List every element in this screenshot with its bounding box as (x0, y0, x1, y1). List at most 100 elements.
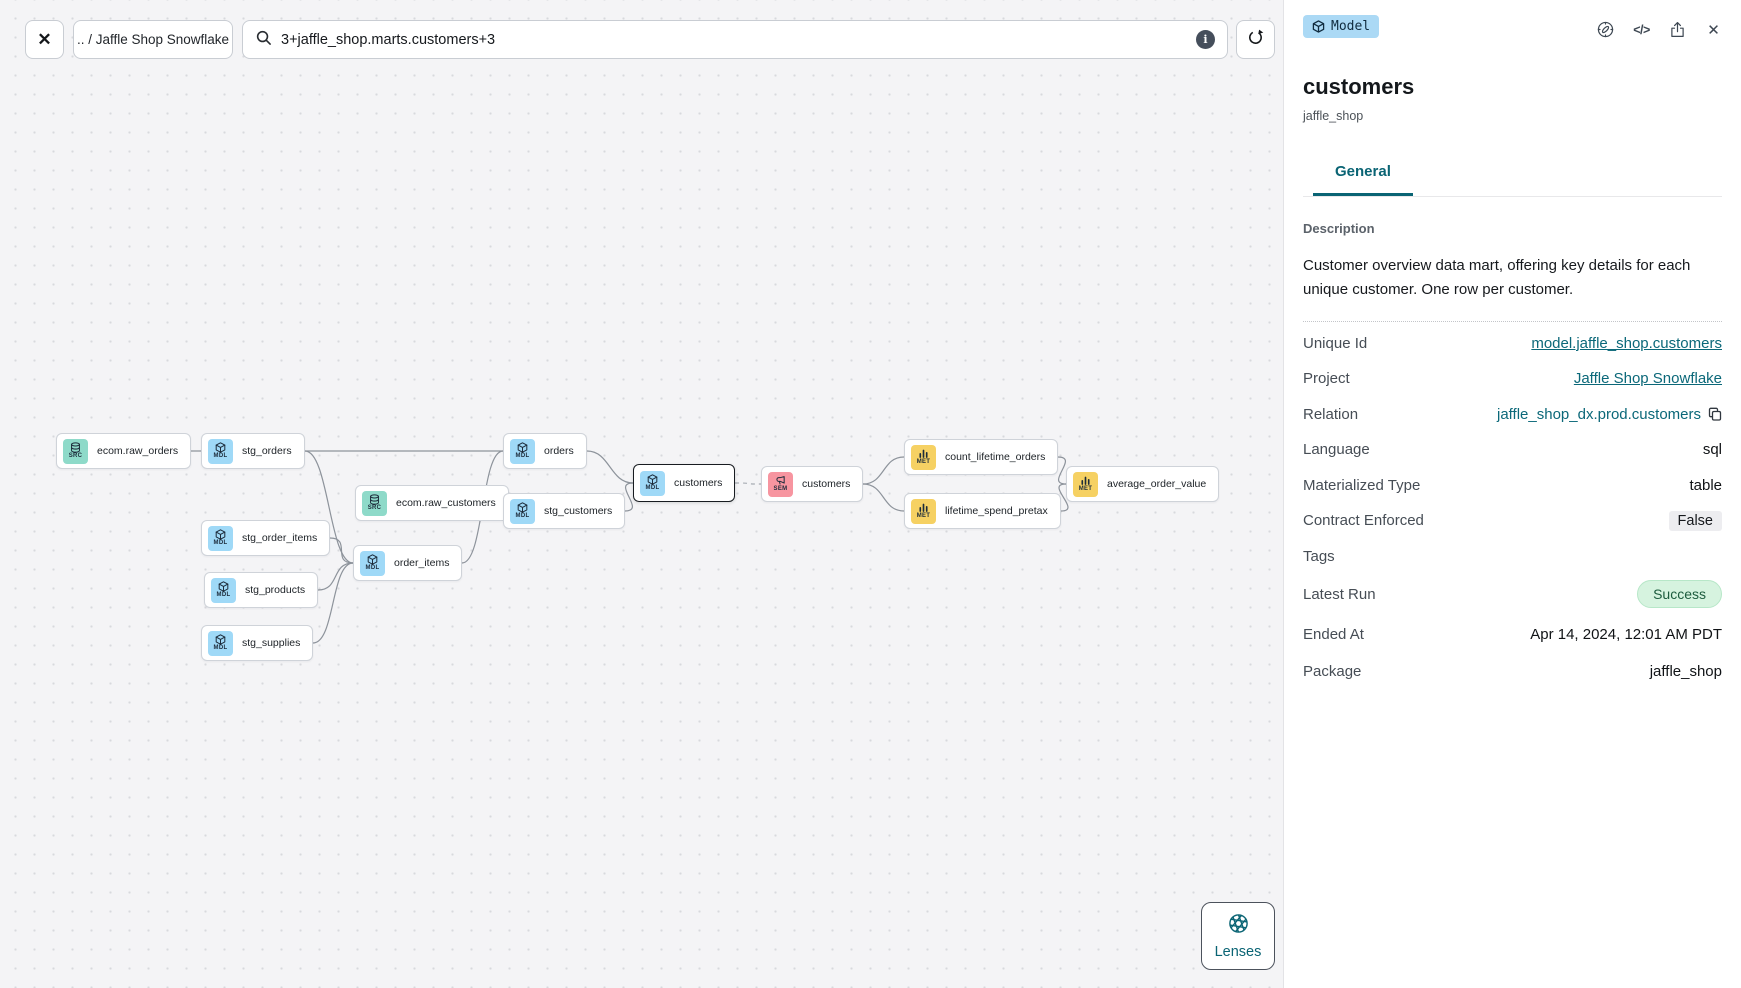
share-icon[interactable] (1667, 19, 1688, 40)
edge-customers_sem-to-lifetime_spend_pretax (862, 483, 905, 512)
graph-node-customers_sem[interactable]: SEM customers (761, 466, 864, 502)
cube-icon: MDL (208, 438, 233, 464)
node-label: customers (674, 477, 723, 489)
semantic-icon: SEM (768, 471, 793, 497)
graph-node-stg_orders[interactable]: MDL stg_orders (201, 433, 305, 469)
description-text: Customer overview data mart, offering ke… (1303, 254, 1722, 322)
cube-icon: MDL (360, 550, 385, 576)
refresh-button[interactable] (1236, 20, 1275, 59)
detail-label: Ended At (1303, 625, 1364, 643)
node-label: stg_order_items (242, 532, 318, 544)
node-label: ecom.raw_orders (97, 445, 179, 457)
search-input[interactable] (281, 31, 1187, 48)
refresh-icon (1246, 28, 1265, 52)
node-label: average_order_value (1107, 478, 1207, 490)
details-panel: Model </> ✕ customers jaffle_shop Genera… (1283, 0, 1741, 988)
detail-label: Project (1303, 370, 1350, 388)
detail-row: Language sql (1303, 432, 1722, 468)
close-button[interactable]: ✕ (25, 20, 64, 59)
database-icon: SRC (362, 490, 387, 516)
code-icon[interactable]: </> (1633, 22, 1650, 37)
detail-label: Package (1303, 663, 1362, 681)
cube-icon: MDL (510, 498, 535, 524)
graph-node-ecom_raw_orders[interactable]: SRC ecom.raw_orders (56, 433, 192, 469)
detail-label: Latest Run (1303, 585, 1376, 603)
search-bar[interactable]: i (242, 20, 1228, 59)
search-icon (255, 29, 272, 51)
database-icon: SRC (63, 438, 88, 464)
resource-type-badge: Model (1303, 15, 1380, 38)
graph-node-order_items[interactable]: MDL order_items (353, 545, 463, 581)
detail-label: Contract Enforced (1303, 512, 1424, 530)
edge-stg_products-to-order_items (317, 562, 354, 591)
tab-bar: General (1303, 163, 1722, 197)
graph-node-customers[interactable]: MDL customers (633, 464, 736, 502)
tab-general[interactable]: General (1313, 163, 1413, 196)
lenses-button[interactable]: Lenses (1201, 902, 1275, 970)
detail-label: Unique Id (1303, 334, 1368, 352)
edge-stg_order_items-to-order_items (329, 537, 354, 564)
detail-row: Project Jaffle Shop Snowflake (1303, 361, 1722, 397)
lineage-canvas[interactable]: ✕ .. / Jaffle Shop Snowflake i Lenses SR… (0, 0, 1283, 988)
detail-row: Latest Run Success (1303, 574, 1722, 614)
edge-stg_customers-to-customers (624, 482, 634, 512)
cube-icon: MDL (510, 438, 535, 464)
package-subtitle: jaffle_shop (1303, 109, 1364, 123)
node-label: stg_supplies (242, 637, 301, 649)
detail-row: Ended At Apr 14, 2024, 12:01 AM PDT (1303, 614, 1722, 654)
node-label: count_lifetime_orders (945, 451, 1046, 463)
copy-icon[interactable] (1708, 407, 1722, 421)
edge-customers-to-customers_sem (734, 482, 762, 485)
graph-node-orders[interactable]: MDL orders (503, 433, 587, 469)
cube-icon: MDL (208, 525, 233, 551)
graph-node-stg_customers[interactable]: MDL stg_customers (503, 493, 626, 529)
edge-customers_sem-to-count_lifetime_orders (862, 456, 905, 485)
relation-value: jaffle_shop_dx.prod.customers (1497, 406, 1722, 423)
description-heading: Description (1303, 221, 1375, 236)
chart-icon: MET (911, 444, 936, 470)
status-badge: Success (1637, 580, 1722, 609)
explore-compass-icon[interactable] (1595, 19, 1616, 40)
aperture-icon (1228, 913, 1249, 939)
detail-link[interactable]: Jaffle Shop Snowflake (1573, 370, 1722, 388)
node-label: stg_orders (242, 445, 292, 457)
cube-icon (1312, 20, 1325, 33)
detail-row: Relation jaffle_shop_dx.prod.customers (1303, 397, 1722, 433)
node-label: ecom.raw_customers (396, 497, 496, 509)
node-label: orders (544, 445, 574, 457)
edge-count_lifetime_orders-to-average_order_value (1057, 456, 1067, 485)
detail-value: table (1689, 476, 1722, 494)
detail-row: Unique Id model.jaffle_shop.customers (1303, 326, 1722, 362)
breadcrumb[interactable]: .. / Jaffle Shop Snowflake (73, 20, 233, 59)
info-icon[interactable]: i (1196, 30, 1215, 49)
chart-icon: MET (911, 498, 936, 524)
detail-value: Apr 14, 2024, 12:01 AM PDT (1530, 625, 1722, 643)
graph-node-ecom_raw_customers[interactable]: SRC ecom.raw_customers (355, 485, 509, 521)
node-label: order_items (394, 557, 450, 569)
page-title: customers (1303, 74, 1415, 99)
contract-badge: False (1668, 510, 1722, 531)
graph-node-lifetime_spend_pretax[interactable]: MET lifetime_spend_pretax (904, 493, 1061, 529)
detail-label: Language (1303, 441, 1370, 459)
detail-value: sql (1702, 441, 1722, 459)
graph-node-stg_order_items[interactable]: MDL stg_order_items (201, 520, 331, 556)
detail-label: Tags (1303, 547, 1335, 565)
graph-node-count_lifetime_orders[interactable]: MET count_lifetime_orders (904, 439, 1059, 475)
node-label: customers (802, 478, 851, 490)
cube-icon: MDL (640, 470, 665, 496)
edge-stg_supplies-to-order_items (312, 562, 354, 644)
node-label: lifetime_spend_pretax (945, 505, 1048, 517)
panel-close-icon[interactable]: ✕ (1707, 21, 1720, 39)
lenses-label: Lenses (1214, 943, 1262, 960)
edge-orders-to-customers (586, 450, 634, 484)
detail-link[interactable]: model.jaffle_shop.customers (1531, 334, 1722, 352)
cube-icon: MDL (211, 577, 236, 603)
detail-label: Relation (1303, 405, 1359, 423)
node-label: stg_customers (544, 505, 613, 517)
